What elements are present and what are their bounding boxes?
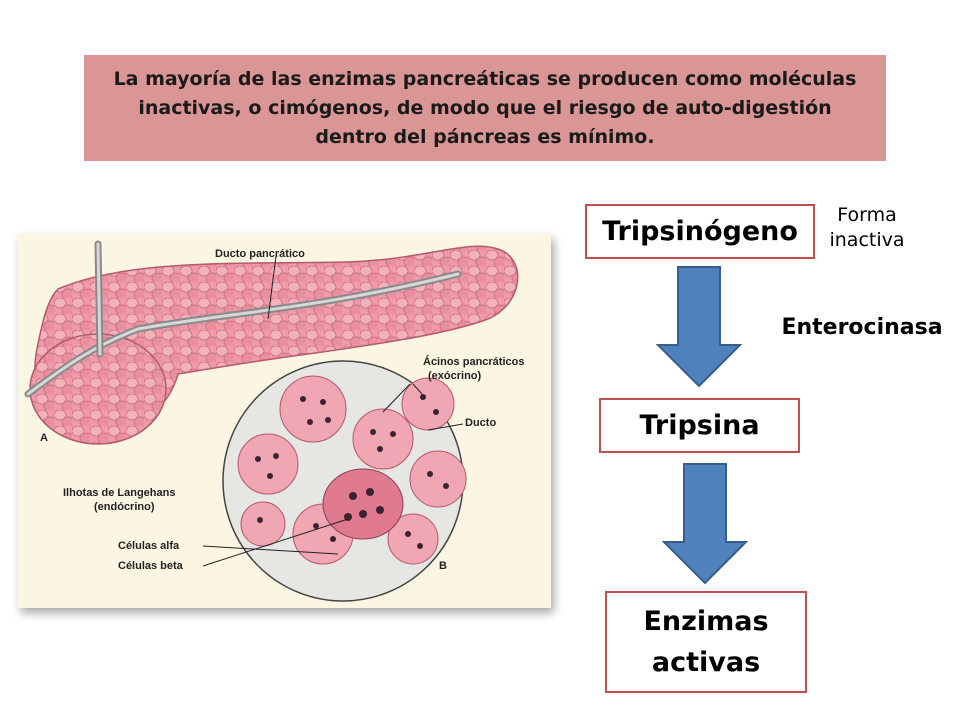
label-ilhotas: Ilhotas de Langehans	[63, 487, 175, 500]
tripsina-label: Tripsina	[639, 410, 759, 441]
label-celulas-beta: Células beta	[118, 560, 183, 573]
enzimas-activas-line2: activas	[652, 642, 760, 683]
arrow-down-2	[662, 463, 748, 585]
pancreas-illustration: Ducto pancrático Ácinos pancráticos (exó…	[18, 234, 551, 608]
label-panel-b: B	[439, 560, 447, 573]
label-celulas-alfa: Células alfa	[118, 540, 179, 553]
label-ducto: Ducto	[465, 417, 496, 430]
forma-inactiva-note: Forma inactiva	[822, 203, 912, 253]
intro-text: La mayoría de las enzimas pancreáticas s…	[102, 65, 868, 152]
label-ilhotas-sub: (endócrino)	[94, 501, 155, 514]
arrow-down-1	[656, 266, 742, 388]
tripsina-box: Tripsina	[599, 398, 800, 453]
label-acinos-sub: (exócrino)	[428, 370, 481, 383]
tripsinogeno-label: Tripsinógeno	[602, 216, 798, 247]
forma-inactiva-line2: inactiva	[822, 228, 912, 253]
tripsinogeno-box: Tripsinógeno	[585, 204, 815, 259]
enzimas-activas-box: Enzimas activas	[605, 591, 807, 693]
intro-banner: La mayoría de las enzimas pancreáticas s…	[84, 55, 886, 161]
enzimas-activas-line1: Enzimas	[643, 601, 768, 642]
label-panel-a: A	[40, 432, 48, 445]
islet	[323, 469, 403, 539]
forma-inactiva-line1: Forma	[822, 203, 912, 228]
enterocinasa-label: Enterocinasa	[776, 315, 948, 340]
label-acinos: Ácinos pancráticos	[423, 356, 524, 369]
label-ducto-pancratico: Ducto pancrático	[215, 248, 305, 261]
